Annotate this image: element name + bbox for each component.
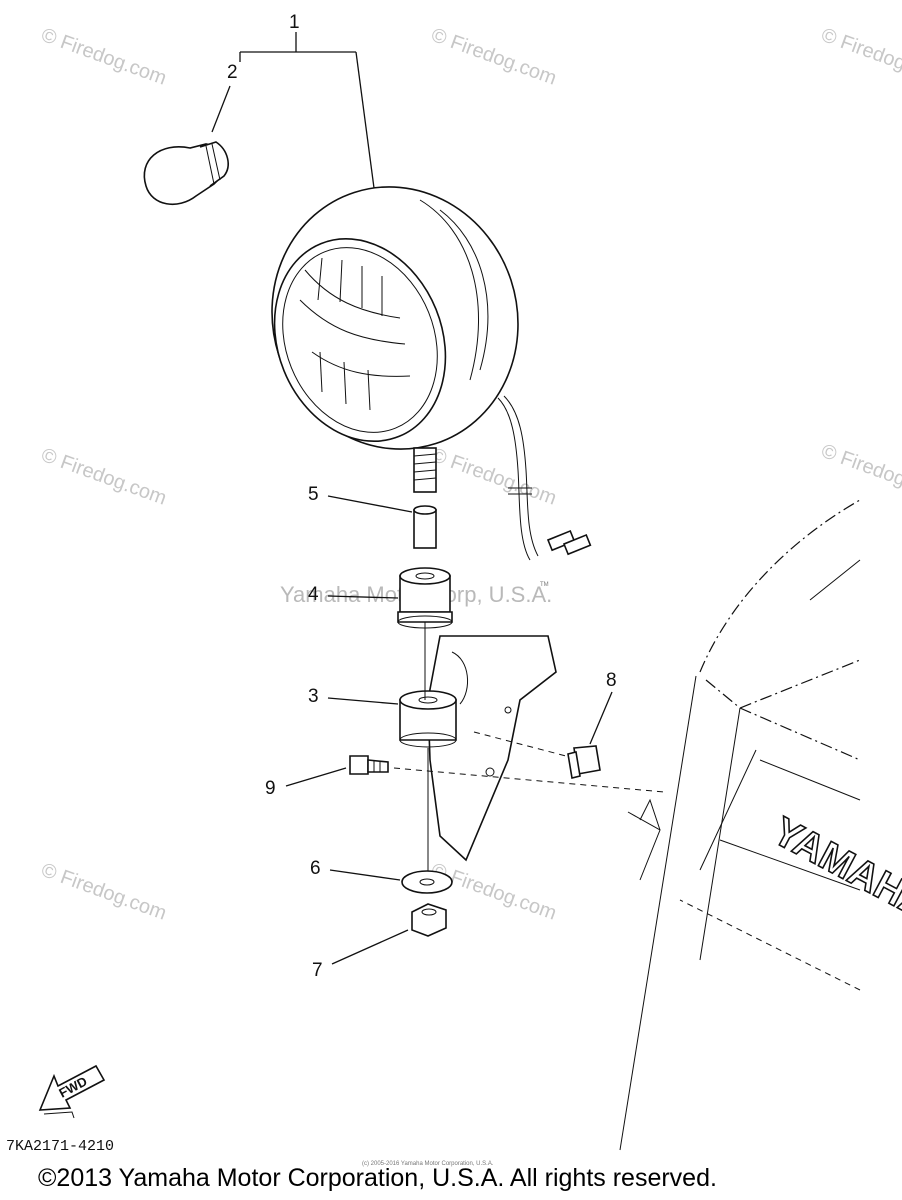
brand-lettering: YAMAHA [766, 809, 902, 929]
nut-part: 7 [312, 903, 447, 981]
watermark-firedog: © Firedog.com [818, 24, 902, 90]
tiny-notice: (c) 2005-2016 Yamaha Motor Corporation, … [362, 1161, 494, 1167]
callout-1: 1 [289, 12, 300, 33]
clip-nut-part: 8 [473, 670, 617, 779]
washer-part: 6 [310, 858, 453, 894]
fwd-arrow: FWD [38, 1064, 106, 1119]
bolt-part: 9 [265, 755, 665, 799]
bushing-part: 3 [308, 686, 457, 748]
headlight-part [271, 186, 592, 561]
watermark-firedog-cut: © Firedog [818, 440, 902, 491]
copyright-notice: ©2013 Yamaha Motor Corporation, U.S.A. A… [38, 1164, 717, 1192]
part-code: 7KA2171-4210 [6, 1138, 114, 1155]
watermark-firedog: © Firedog.com [38, 444, 169, 510]
callout-6: 6 [310, 858, 321, 879]
mounting-bracket [427, 635, 557, 862]
callout-7: 7 [312, 960, 323, 981]
callout-2: 2 [227, 62, 238, 83]
callout-4: 4 [308, 584, 319, 605]
hood-outline: YAMAHA © Firedog [619, 440, 902, 1151]
tm-mark: TM [540, 582, 549, 588]
watermark-firedog: © Firedog.com [38, 24, 169, 90]
callout-group-top: 1 2 [211, 12, 375, 189]
watermark-firedog: © Firedog.com [428, 859, 559, 925]
callout-9: 9 [265, 778, 276, 799]
callout-3: 3 [308, 686, 319, 707]
bulb-part [143, 141, 229, 205]
callout-8: 8 [606, 670, 617, 691]
collar-part: 5 [308, 484, 437, 549]
damper-part: 4 [308, 567, 453, 629]
watermark-firedog: © Firedog.com [428, 24, 559, 90]
callout-5: 5 [308, 484, 319, 505]
watermark-firedog: © Firedog.com [38, 859, 169, 925]
watermark-firedog: © Firedog.com [428, 444, 559, 510]
